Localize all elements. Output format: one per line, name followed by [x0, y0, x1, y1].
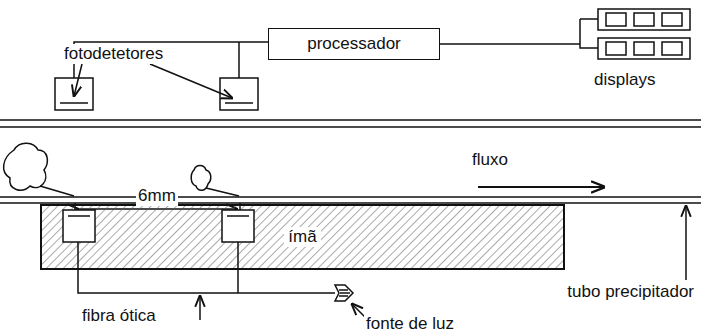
leader-arrow [74, 64, 82, 96]
leader-arrow [685, 206, 687, 280]
wire [580, 19, 598, 48]
light-source [335, 285, 353, 301]
leader-line [206, 188, 239, 196]
particle [4, 143, 48, 190]
wire [440, 43, 580, 45]
processor-box: processador [268, 28, 440, 60]
magnet-band: ímã [40, 204, 565, 270]
optical-fiber [237, 242, 239, 293]
dimension-label: 6mm [136, 186, 178, 206]
part-label: tubo precipitador [565, 282, 696, 302]
wire [238, 42, 240, 78]
part-label: displays [592, 70, 657, 90]
leader-arrow [150, 64, 232, 98]
leader-arrow [199, 296, 201, 320]
part-label: fonte de luz [364, 314, 456, 334]
magnet-hatch [40, 204, 565, 270]
leader-line [40, 186, 74, 196]
tube-wall [0, 120, 701, 203]
flow-label: fluxo [470, 150, 510, 170]
display [598, 38, 690, 59]
display [598, 9, 690, 30]
node-text: ímã [284, 227, 320, 247]
flow-arrow [478, 186, 604, 188]
particle [191, 166, 211, 191]
node-text: processador [303, 34, 405, 54]
callout-label: fotodetetores [62, 44, 165, 64]
fiber-end [222, 210, 254, 242]
part-label: fibra ótica [80, 306, 158, 326]
fiber-end [63, 210, 95, 242]
wire [580, 18, 598, 20]
photodetector [220, 78, 258, 110]
optical-fiber [78, 242, 335, 293]
